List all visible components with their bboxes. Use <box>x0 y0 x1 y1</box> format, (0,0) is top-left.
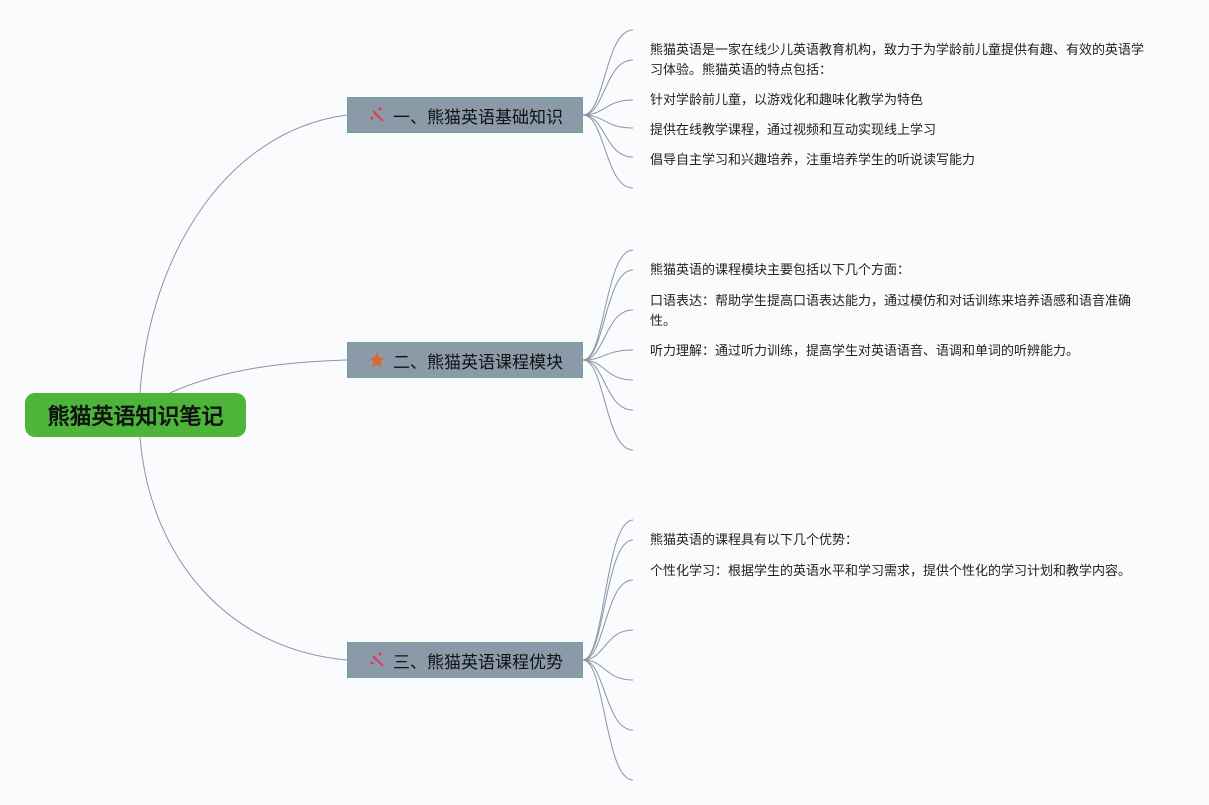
leaf-connector <box>582 519 634 661</box>
star-icon <box>367 350 387 370</box>
leaf-node[interactable]: 熊猫英语的课程模块主要包括以下几个方面： <box>650 263 911 278</box>
leaf-connector <box>582 359 634 411</box>
leaf-node[interactable]: 倡导自主学习和兴趣培养，注重培养学生的听说读写能力 <box>650 153 976 168</box>
leaf-connector <box>582 249 634 361</box>
leaf-node[interactable]: 针对学龄前儿童，以游戏化和趣味化教学为特色 <box>650 93 924 108</box>
leaf-connector <box>582 659 634 681</box>
branch-node-basics[interactable]: 一、熊猫英语基础知识 <box>347 97 583 133</box>
branch-node-modules[interactable]: 二、熊猫英语课程模块 <box>347 342 583 378</box>
leaf-connector <box>582 629 634 661</box>
branch-title: 三、熊猫英语课程优势 <box>393 652 563 673</box>
leaf-connector <box>582 579 634 661</box>
branch-title: 一、熊猫英语基础知识 <box>393 107 563 128</box>
branch-node-advantages[interactable]: 三、熊猫英语课程优势 <box>347 642 583 678</box>
leaf-node[interactable]: 口语表达：帮助学生提高口语表达能力，通过模仿和对话训练来培养语感和语音准确性。 <box>650 294 1132 329</box>
leaf-connector <box>582 359 634 381</box>
leaf-node[interactable]: 听力理解：通过听力训练，提高学生对英语语音、语调和单词的听辨能力。 <box>650 344 1080 359</box>
leaf-connector <box>582 114 634 189</box>
leaf-connector <box>582 114 634 158</box>
root-connector <box>139 436 348 661</box>
leaf-connector <box>582 539 634 661</box>
leaf-node[interactable]: 提供在线教学课程，通过视频和互动实现线上学习 <box>650 123 937 138</box>
leaf-connector <box>582 269 634 361</box>
leaf-connector <box>582 309 634 361</box>
sparkle-wand-icon <box>367 105 387 125</box>
leaf-node[interactable]: 熊猫英语是一家在线少儿英语教育机构，致力于为学龄前儿童提供有趣、有效的英语学习体… <box>650 43 1145 78</box>
leaf-connector <box>582 99 634 116</box>
leaf-node[interactable]: 熊猫英语的课程具有以下几个优势： <box>650 533 859 548</box>
branch-title: 二、熊猫英语课程模块 <box>393 352 563 373</box>
leaf-connector <box>582 659 634 781</box>
leaf-node[interactable]: 个性化学习：根据学生的英语水平和学习需求，提供个性化的学习计划和教学内容。 <box>650 564 1132 579</box>
leaf-connector <box>582 359 634 451</box>
root-node[interactable]: 熊猫英语知识笔记 <box>25 393 246 437</box>
leaf-connector <box>582 349 634 361</box>
root-connector <box>169 359 348 394</box>
leaf-connector <box>582 59 634 116</box>
sparkle-wand-icon <box>367 650 387 670</box>
root-connector <box>139 114 348 394</box>
leaf-connector <box>582 659 634 731</box>
leaf-connector <box>582 29 634 116</box>
